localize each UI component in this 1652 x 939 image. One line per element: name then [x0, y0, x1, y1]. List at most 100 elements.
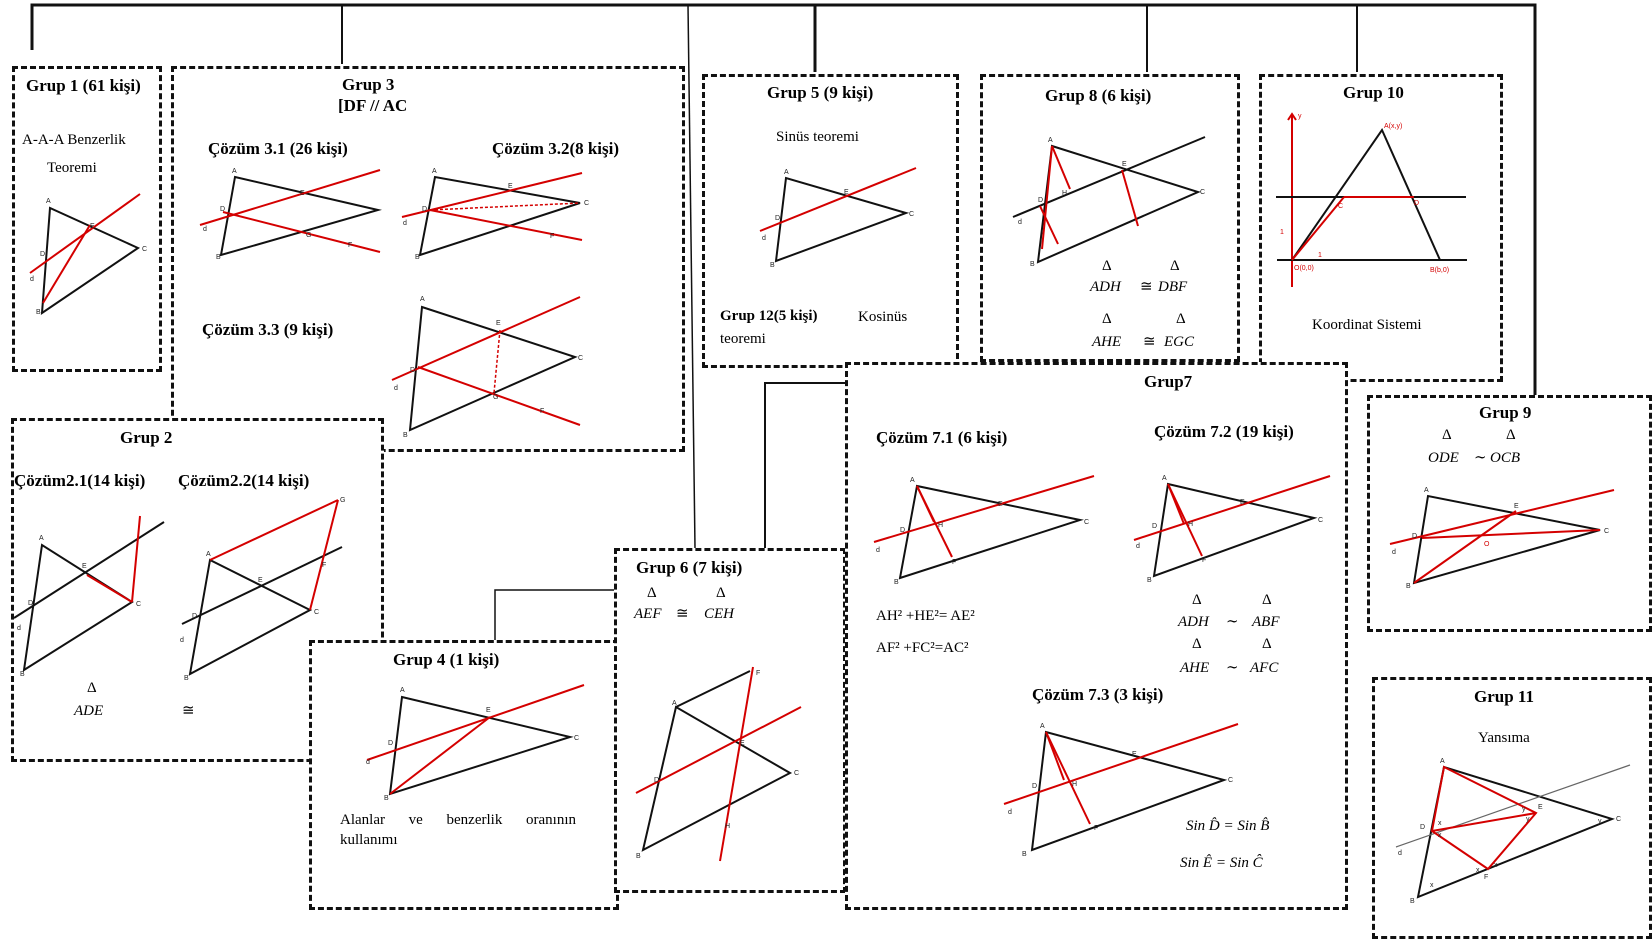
svg-text:1: 1 — [1280, 229, 1284, 236]
group-8-triangle-figure: A B C D E H d — [1012, 136, 1206, 268]
group-10-box — [1259, 74, 1503, 382]
solution-3-1-figure: A B E D G F d — [199, 168, 382, 261]
svg-text:F: F — [1202, 557, 1206, 564]
svg-text:D: D — [28, 600, 33, 607]
solution-7-1-label: Çözüm 7.1 (6 kişi) — [876, 428, 1008, 447]
group-4-triangle-figure: A B C D E d — [366, 684, 585, 802]
group-2-title: Grup 2 — [120, 428, 173, 447]
svg-text:d: d — [30, 276, 34, 283]
svg-text:E: E — [82, 563, 87, 570]
formula-1: AH² +HE²= AE² — [876, 608, 975, 624]
group-9-eq-op: ∼ — [1474, 450, 1487, 466]
solution-2-2-label: Çözüm2.2(14 kişi) — [178, 471, 310, 490]
svg-text:d: d — [762, 235, 766, 242]
solution-7-2-figure: A B C D E F H d — [1133, 475, 1331, 584]
group-7-eq2-right: AFC — [1250, 660, 1279, 676]
svg-text:D: D — [388, 740, 393, 747]
svg-text:E: E — [300, 190, 305, 197]
group-8-eq1-left: ADH — [1090, 279, 1121, 295]
group-9-delta-b: Δ — [1506, 427, 1516, 443]
svg-text:C: C — [1616, 816, 1621, 823]
svg-text:d: d — [1018, 219, 1022, 226]
svg-text:A: A — [1040, 723, 1045, 730]
svg-text:B: B — [403, 432, 408, 439]
svg-text:B: B — [184, 675, 189, 682]
svg-text:C: C — [142, 246, 147, 253]
group-12-title: Grup 12(5 kişi) — [720, 308, 818, 324]
solution-3-1-label: Çözüm 3.1 (26 kişi) — [208, 139, 348, 158]
svg-text:C: C — [1200, 189, 1205, 196]
group-8-eq2-left: AHE — [1092, 334, 1122, 350]
svg-text:D: D — [1038, 197, 1043, 204]
svg-text:d: d — [1136, 543, 1140, 550]
group-9-box — [1367, 395, 1652, 632]
svg-text:A: A — [1440, 758, 1445, 765]
group-1-title: Grup 1 (61 kişi) — [26, 76, 141, 95]
svg-text:G: G — [493, 394, 498, 401]
group-12-text-line1: Kosinüs — [858, 309, 908, 325]
svg-text:B(b,0): B(b,0) — [1430, 267, 1449, 274]
solution-3-2-label: Çözüm 3.2(8 kişi) — [492, 139, 620, 158]
svg-text:A(x,y): A(x,y) — [1384, 123, 1402, 130]
group-8-title: Grup 8 (6 kişi) — [1045, 86, 1152, 105]
svg-text:B: B — [1030, 261, 1035, 268]
svg-text:B: B — [1147, 577, 1152, 584]
svg-text:A: A — [1162, 475, 1167, 482]
solution-3-2-figure: A B C D E F d — [401, 168, 589, 261]
svg-text:O: O — [1484, 541, 1490, 548]
group-9-delta-a: Δ — [1442, 427, 1452, 443]
svg-text:H: H — [1062, 190, 1067, 197]
svg-text:d: d — [366, 759, 370, 766]
group-7-delta-2b: Δ — [1262, 636, 1272, 652]
group-5-box — [702, 74, 959, 368]
svg-text:E: E — [508, 183, 513, 190]
svg-text:C: C — [1604, 528, 1609, 535]
group-3-box — [171, 66, 685, 452]
svg-text:C: C — [136, 601, 141, 608]
svg-text:B: B — [384, 795, 389, 802]
svg-text:H: H — [938, 522, 943, 529]
group-2-eq-op: ≅ — [182, 703, 195, 719]
group-7-eq1-op: ∼ — [1226, 614, 1239, 630]
svg-text:E: E — [1240, 499, 1245, 506]
svg-text:D: D — [40, 251, 45, 258]
svg-text:E: E — [998, 501, 1003, 508]
svg-text:C: C — [314, 609, 319, 616]
sine-equation-1: Sin D̂ = Sin B̂ — [1186, 818, 1270, 834]
group-4-title: Grup 4 (1 kişi) — [393, 650, 500, 669]
group-9-triangle-figure: A B C D E O d — [1389, 487, 1615, 590]
svg-text:F: F — [952, 559, 956, 566]
group-8-eq1-right: DBF — [1158, 279, 1188, 295]
group-7-eq1-left: ADH — [1178, 614, 1209, 630]
group-10-coordinate-figure: y A(x,y) C D 1 1 O(0,0) B(b,0) — [1276, 112, 1467, 287]
svg-text:B: B — [20, 671, 25, 678]
group-12-text-line2: teoremi — [720, 331, 766, 347]
group-1-triangle-figure: A B C D E d — [29, 193, 147, 316]
group-6-delta-a: Δ — [647, 585, 657, 601]
group-10-text: Koordinat Sistemi — [1312, 317, 1422, 333]
svg-text:F: F — [756, 670, 760, 677]
svg-text:B: B — [1406, 583, 1411, 590]
svg-text:d: d — [403, 220, 407, 227]
group-5-triangle-figure: A B C D E d — [759, 167, 917, 269]
svg-text:H: H — [1072, 781, 1077, 788]
svg-text:F: F — [322, 562, 326, 569]
svg-text:x: x — [1438, 832, 1442, 839]
group-11-triangle-figure: A B C D E F d x x x x x y y y — [1395, 758, 1631, 905]
group-9-eq-right: OCB — [1490, 450, 1520, 466]
svg-text:E: E — [90, 223, 95, 230]
svg-text:x: x — [1438, 820, 1442, 827]
group-7-eq1-right: ABF — [1252, 614, 1280, 630]
formula-2: AF² +FC²=AC² — [876, 640, 969, 656]
svg-text:H: H — [725, 823, 730, 830]
svg-text:E: E — [486, 707, 491, 714]
group-3-title: Grup 3 — [342, 75, 395, 94]
svg-text:A: A — [784, 169, 789, 176]
group-1-text-line2: Teoremi — [47, 160, 97, 176]
svg-text:D: D — [1414, 200, 1419, 207]
svg-text:G: G — [340, 497, 345, 504]
group-10-title: Grup 10 — [1343, 83, 1404, 102]
group-6-delta-b: Δ — [716, 585, 726, 601]
svg-text:C: C — [578, 355, 583, 362]
